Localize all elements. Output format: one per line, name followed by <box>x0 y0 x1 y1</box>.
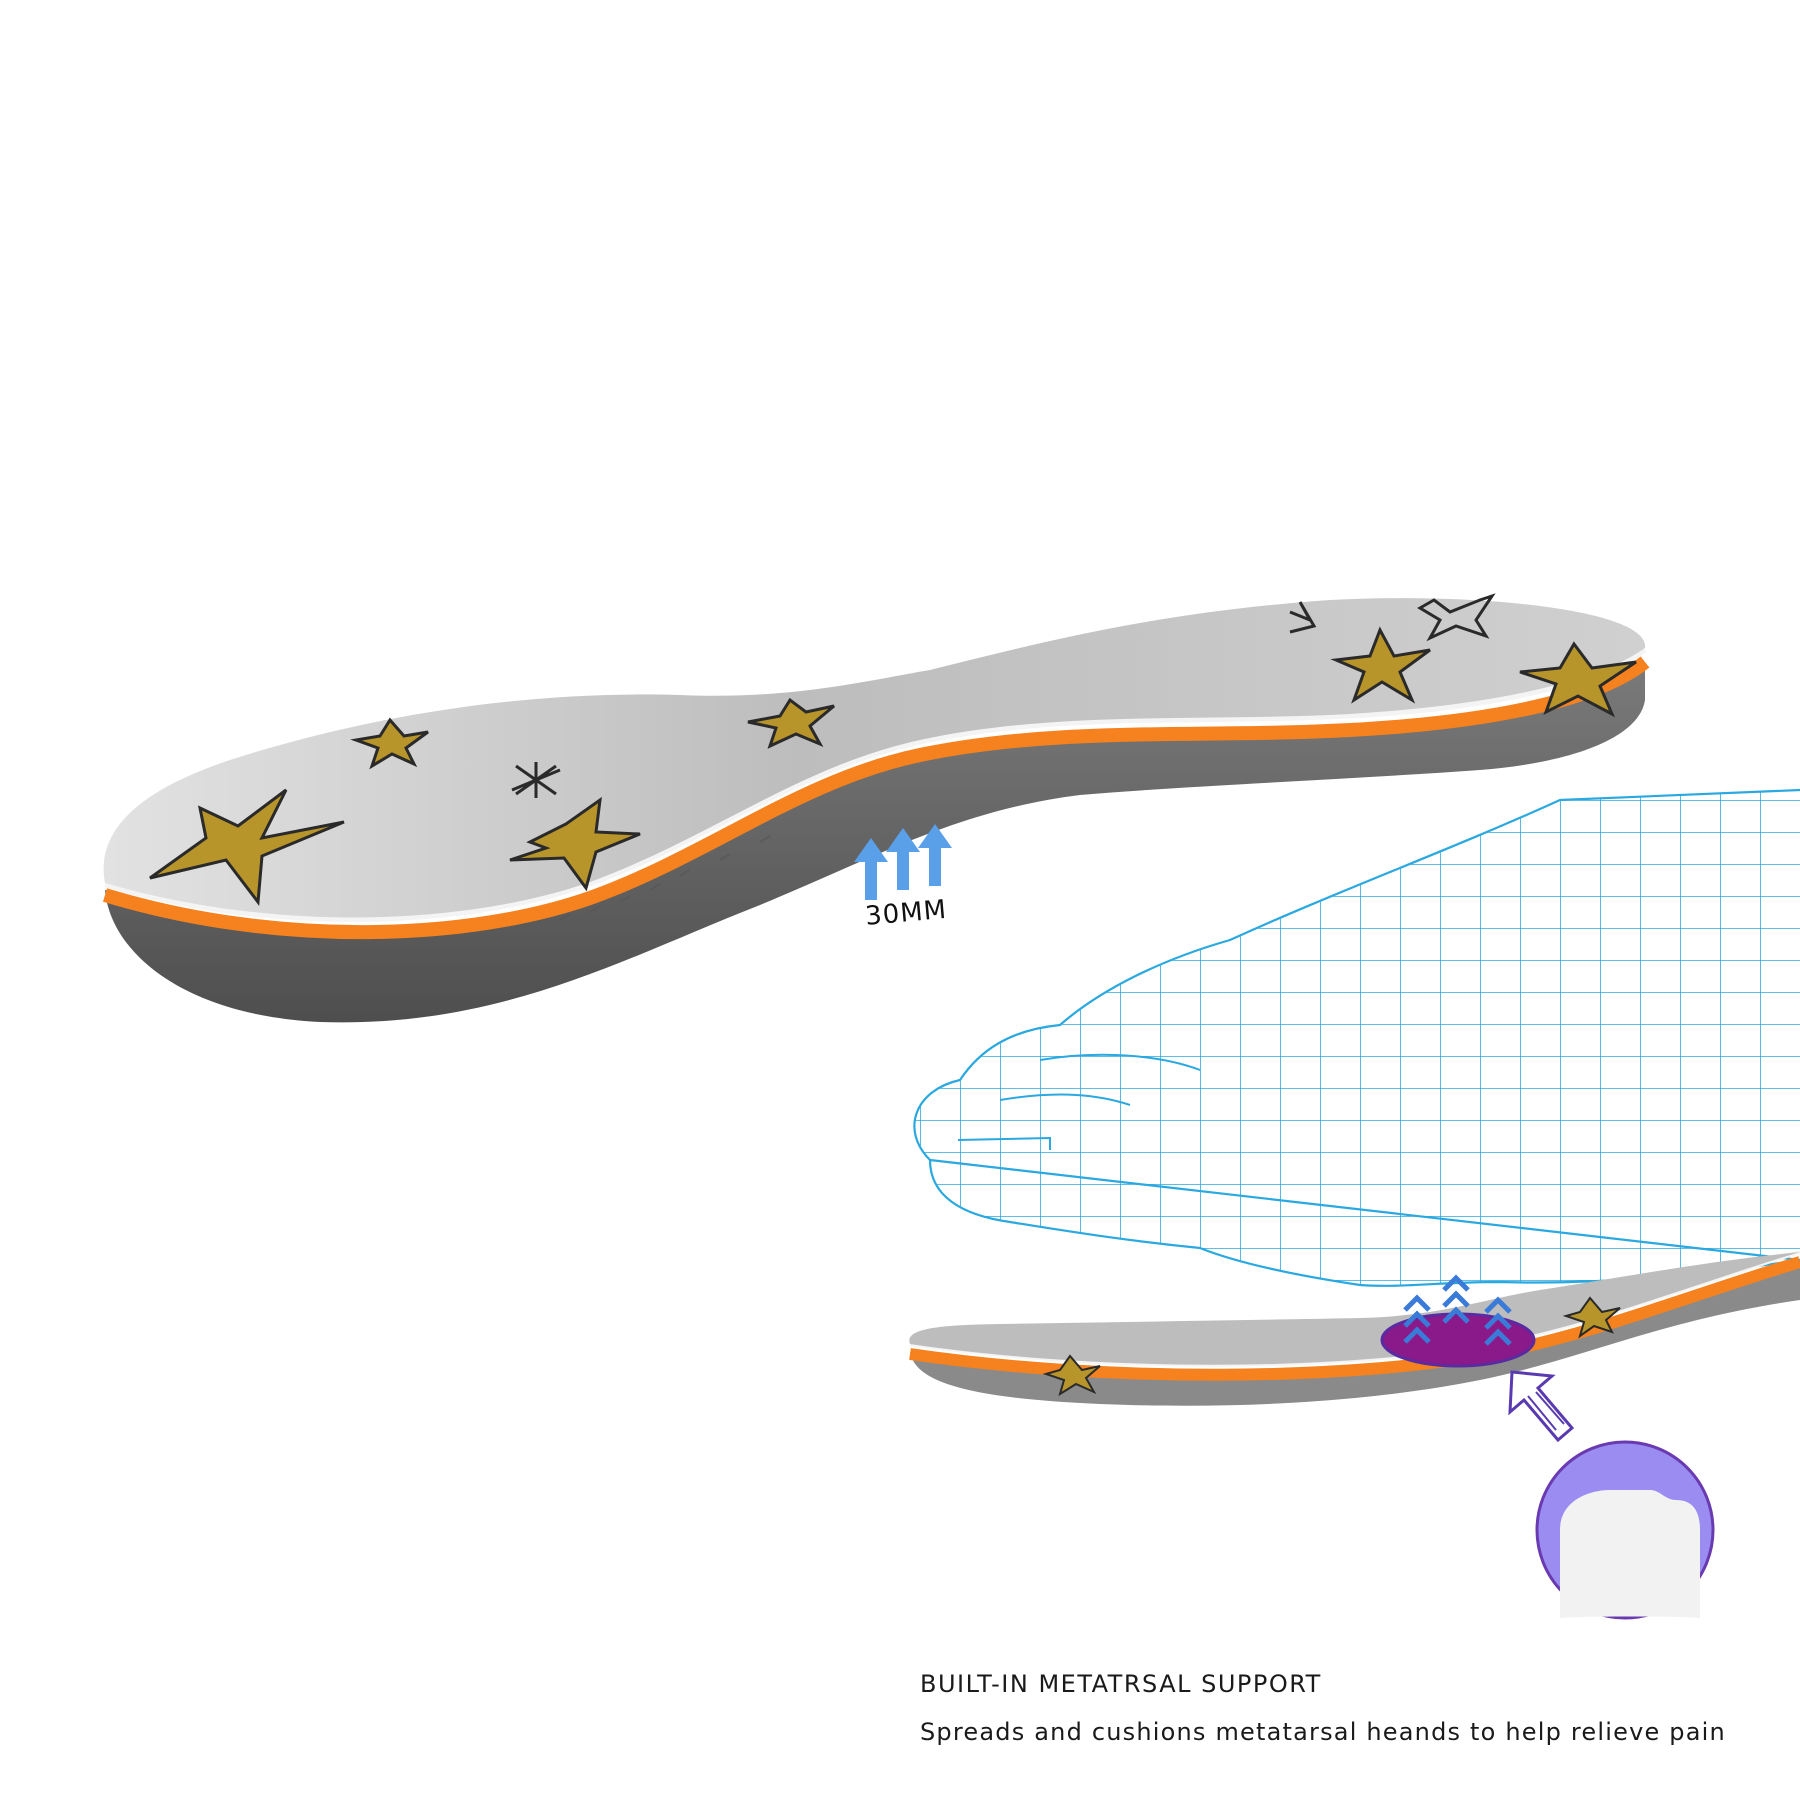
up-arrow-icon <box>854 824 952 900</box>
star-icon <box>149 626 1637 906</box>
wireframe-foot <box>913 788 1800 1287</box>
feature-caption: BUILT-IN METATRSAL SUPPORT Spreads and c… <box>920 1670 1726 1746</box>
pointer-arrow-icon <box>1508 1370 1575 1443</box>
insole-top-cover <box>103 598 1646 918</box>
metatarsal-pad-icon <box>1535 1440 1715 1620</box>
feature-description: Spreads and cushions metatarsal heands t… <box>920 1718 1726 1746</box>
feature-title: BUILT-IN METATRSAL SUPPORT <box>920 1670 1322 1698</box>
up-chevron-icon <box>1403 1274 1512 1346</box>
insole-orange-layer <box>102 656 1650 940</box>
